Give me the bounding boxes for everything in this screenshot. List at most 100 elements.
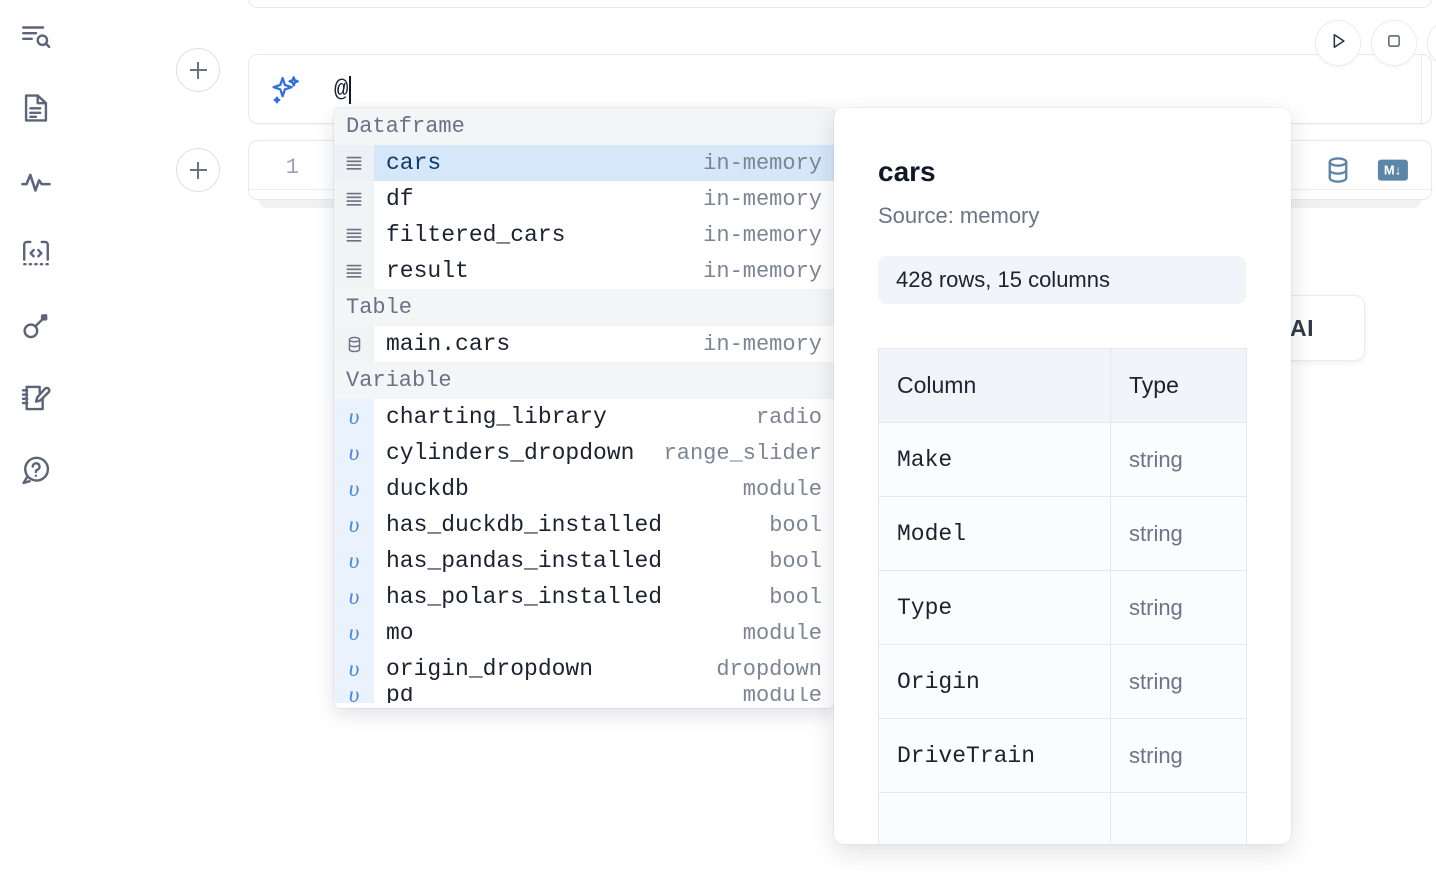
autocomplete-item-type: bool xyxy=(769,548,822,574)
autocomplete-item-name: cars xyxy=(386,150,442,176)
schema-column-name: Make xyxy=(878,422,1111,497)
ai-cell-divider xyxy=(1421,55,1422,125)
play-triangle-icon xyxy=(1327,30,1349,57)
autocomplete-item-type: in-memory xyxy=(703,258,822,284)
ai-prompt-input-value: @ xyxy=(334,76,349,104)
schema-column-name: Model xyxy=(878,496,1111,571)
dataframe-icon xyxy=(334,217,374,253)
help-chat-icon xyxy=(19,453,53,487)
previous-cell-edge xyxy=(248,0,1432,8)
sidebar-item-snippets[interactable] xyxy=(14,232,58,276)
plus-icon xyxy=(189,161,207,179)
autocomplete-item-name: filtered_cars xyxy=(386,222,566,248)
schema-column-header: Type xyxy=(1110,348,1247,423)
dataframe-detail-panel: cars Source: memory 428 rows, 15 columns… xyxy=(834,108,1291,844)
markdown-icon[interactable]: M↓ xyxy=(1377,158,1409,187)
autocomplete-item[interactable]: υ cylinders_dropdown range_slider xyxy=(334,435,834,471)
stop-cell-button[interactable] xyxy=(1371,20,1417,66)
autocomplete-item-type: in-memory xyxy=(703,222,822,248)
add-cell-below-button[interactable] xyxy=(176,148,220,192)
autocomplete-item[interactable]: cars in-memory xyxy=(334,145,834,181)
line-number: 1 xyxy=(285,155,299,180)
document-icon xyxy=(19,91,53,125)
detail-title: cars xyxy=(878,156,936,187)
autocomplete-item-type: in-memory xyxy=(703,150,822,176)
autocomplete-item-name: duckdb xyxy=(386,476,469,502)
dataframe-icon xyxy=(334,253,374,289)
generate-with-ai-label: AI xyxy=(1290,314,1314,341)
autocomplete-item-name: main.cars xyxy=(386,331,511,357)
autocomplete-item[interactable]: filtered_cars in-memory xyxy=(334,217,834,253)
sidebar-item-scratchpad[interactable] xyxy=(14,376,58,420)
autocomplete-item-type: bool xyxy=(769,584,822,610)
sidebar-item-activity[interactable] xyxy=(14,160,58,204)
schema-column-type xyxy=(1110,792,1247,844)
ai-prompt-input[interactable]: @ xyxy=(334,69,1364,111)
autocomplete-item-name: cylinders_dropdown xyxy=(386,440,635,466)
autocomplete-item-type: module xyxy=(742,476,822,502)
schema-column-type: string xyxy=(1110,570,1247,645)
schema-column-name: Origin xyxy=(878,644,1111,719)
text-cursor xyxy=(349,76,352,104)
schema-column-name: Type xyxy=(878,570,1111,645)
database-icon[interactable] xyxy=(1323,155,1353,190)
autocomplete-item-type: bool xyxy=(769,512,822,538)
sidebar-item-secrets[interactable] xyxy=(14,304,58,348)
autocomplete-item-name: mo xyxy=(386,620,414,646)
add-cell-above-button[interactable] xyxy=(176,48,220,92)
sidebar-item-notebook[interactable] xyxy=(14,86,58,130)
autocomplete-item-name: origin_dropdown xyxy=(386,656,594,682)
variable-icon: υ xyxy=(334,435,374,471)
stop-square-icon xyxy=(1383,30,1405,57)
schema-column-type: string xyxy=(1110,644,1247,719)
autocomplete-item-type: in-memory xyxy=(703,186,822,212)
autocomplete-item-name: df xyxy=(386,186,414,212)
autocomplete-item-type: dropdown xyxy=(716,656,822,682)
schema-column-header: Column xyxy=(878,348,1111,423)
svg-text:M↓: M↓ xyxy=(1384,163,1401,178)
detail-shape-badge: 428 rows, 15 columns xyxy=(878,256,1246,304)
dataframe-icon xyxy=(334,145,374,181)
detail-source: Source: memory xyxy=(878,203,1040,228)
autocomplete-item-type: module xyxy=(742,620,822,646)
schema-column-name: DriveTrain xyxy=(878,718,1111,793)
schema-table-row xyxy=(878,792,1247,844)
autocomplete-item-type: module xyxy=(742,687,822,703)
schema-column-type: string xyxy=(1110,496,1247,571)
autocomplete-item-type: radio xyxy=(755,404,822,430)
autocomplete-group-header: Variable xyxy=(334,362,834,399)
variable-icon: υ xyxy=(334,579,374,615)
plus-icon xyxy=(189,61,207,79)
autocomplete-item-name: has_duckdb_installed xyxy=(386,512,663,538)
autocomplete-item[interactable]: df in-memory xyxy=(334,181,834,217)
variable-icon: υ xyxy=(334,399,374,435)
autocomplete-group-header: Dataframe xyxy=(334,108,834,145)
autocomplete-item-name: has_pandas_installed xyxy=(386,548,663,574)
run-cell-button[interactable] xyxy=(1315,20,1361,66)
sidebar-item-help[interactable] xyxy=(14,448,58,492)
left-icon-rail xyxy=(0,0,72,874)
code-snippet-icon xyxy=(19,237,53,271)
autocomplete-item-type: range_slider xyxy=(663,440,822,466)
sidebar-item-outline-search[interactable] xyxy=(14,14,58,58)
variable-icon: υ xyxy=(334,471,374,507)
